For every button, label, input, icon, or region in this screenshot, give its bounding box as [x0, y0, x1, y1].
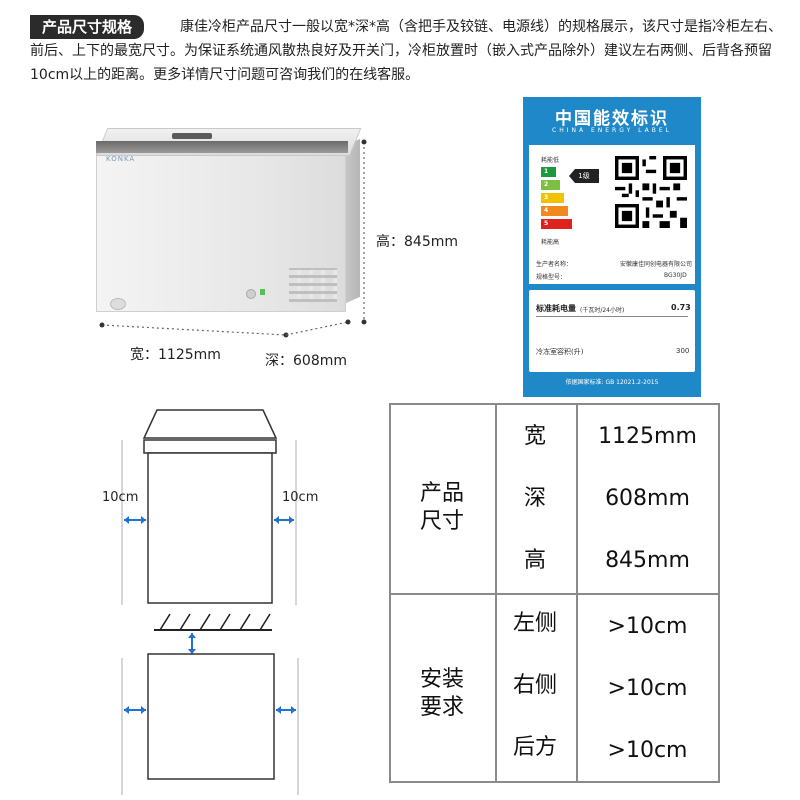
volume-value: 300	[676, 347, 690, 355]
dimension-row-key: 宽	[523, 424, 546, 449]
energy-grade-bar-5: 5	[541, 219, 572, 229]
energy-grade-bar-1: 1	[541, 167, 556, 177]
dimension-row-key: 深	[523, 486, 546, 511]
energy-label-footer: 依据国家标准: GB 12021.2-2015	[565, 379, 659, 386]
dimension-group-label: 产品 尺寸	[419, 481, 464, 534]
model-label: 规格型号：	[536, 274, 567, 281]
manufacturer-label: 生产者名称：	[536, 261, 573, 268]
power-indicator-icon	[260, 289, 265, 295]
energy-low-label: 耗能低	[541, 157, 560, 164]
volume-label: 冷冻室容积(升)	[536, 348, 584, 356]
energy-grade-bar-3: 3	[541, 193, 564, 203]
energy-high-label: 耗能高	[541, 239, 560, 246]
right-gap-label: 10cm	[282, 490, 319, 505]
freezer-vent-grille	[289, 268, 337, 302]
install-row-value: >10cm	[607, 738, 688, 763]
left-gap-label: 10cm	[102, 490, 139, 505]
thermostat-knob-icon	[246, 289, 256, 299]
depth-dimension-label: 深：608mm	[265, 353, 347, 369]
energy-grade-bar-2: 2	[541, 180, 560, 190]
energy-grade-bar-4: 4	[541, 206, 568, 216]
energy-label-lower-panel	[529, 290, 695, 372]
dimension-row-value: 608mm	[605, 486, 690, 511]
install-group-label: 安装 要求	[419, 667, 464, 720]
install-row-value: >10cm	[607, 614, 688, 639]
dimension-lines	[99, 139, 367, 338]
install-row-key: 右侧	[512, 673, 557, 698]
install-row-key: 左侧	[512, 611, 557, 636]
freezer-handle	[172, 133, 212, 139]
energy-grade-indicator: 1级	[569, 169, 599, 183]
header-badge: 产品尺寸规格	[30, 15, 145, 39]
dimension-row-value: 845mm	[605, 548, 690, 573]
dimension-row-value: 1125mm	[598, 424, 697, 449]
freezer-lid-trim	[96, 141, 348, 153]
freezer-brand-logo: KONKA	[106, 155, 136, 163]
consumption-label: 标准耗电量	[536, 304, 576, 313]
manufacturer-value: 安徽康佳同创电器有限公司	[620, 261, 693, 268]
installation-diagram	[121, 409, 299, 795]
freezer-drain-plug	[110, 298, 126, 310]
height-dimension-label: 高：845mm	[376, 234, 458, 250]
model-value: BG30JD	[664, 272, 687, 279]
energy-label-title: 中国能效标识	[555, 109, 669, 129]
consumption-value: 0.73	[671, 303, 691, 312]
table-divider-horizontal	[391, 593, 718, 595]
width-dimension-label: 宽：1125mm	[130, 347, 221, 363]
install-row-value: >10cm	[607, 676, 688, 701]
energy-label-subtitle: CHINA ENERGY LABEL	[552, 127, 672, 134]
header-description: 康佳冷柜产品尺寸一般以宽*深*高（含把手及铰链、电源线）的规格展示，该尺寸是指冷…	[30, 19, 782, 83]
consumption-divider	[536, 316, 688, 317]
consumption-unit: (千瓦时/24小时)	[580, 307, 625, 314]
install-row-key: 后方	[512, 735, 557, 760]
spec-table	[389, 403, 720, 783]
qr-code-icon	[615, 156, 687, 228]
dimension-row-key: 高	[523, 548, 546, 573]
